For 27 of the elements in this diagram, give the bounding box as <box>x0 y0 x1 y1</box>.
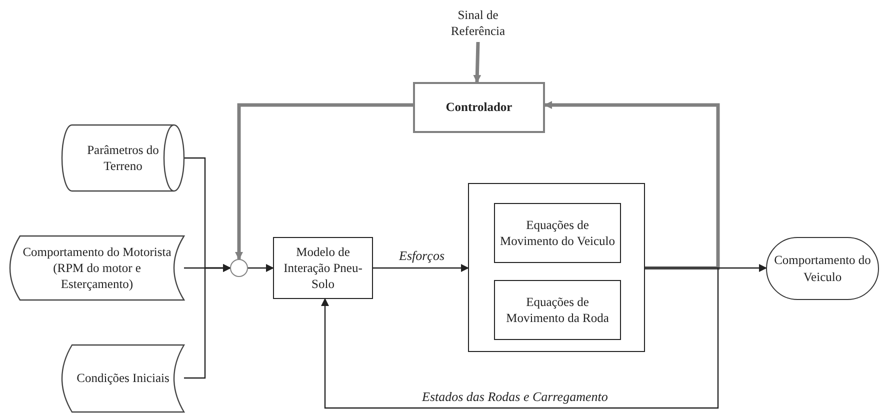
node-label: Sinal de Referência <box>450 6 506 40</box>
stored-data-shape <box>62 345 184 412</box>
arrow <box>248 264 274 272</box>
stored-data-shape <box>10 236 184 300</box>
edge-label: Estados das Rodas e Carregamento <box>420 389 610 405</box>
group-box <box>468 183 645 352</box>
process-box <box>494 280 621 340</box>
arrow <box>473 42 482 83</box>
node-label: Parâmetros do Terreno <box>86 142 160 174</box>
arrow <box>184 264 231 379</box>
arrow <box>235 103 413 260</box>
node-label: Comportamento do Motorista (RPM do motor e Esterçamento) <box>22 244 172 292</box>
process-box <box>273 237 373 299</box>
controller-box <box>413 82 545 133</box>
arrow <box>373 264 469 272</box>
arrow <box>544 101 720 270</box>
node-label: Modelo de Interação Pneu-Solo <box>282 244 364 292</box>
process-box <box>494 203 621 263</box>
node-title: Controlador <box>444 99 514 116</box>
node-label: Comportamento do Veiculo <box>773 252 872 285</box>
edge-label: Esforços <box>397 248 446 264</box>
summing-junction <box>230 259 248 277</box>
node-label: Equações de Movimento da Roda <box>505 294 610 326</box>
node-label: Equações de Movimento do Veiculo <box>498 216 616 250</box>
arrow <box>321 267 719 409</box>
storage-cylinder <box>62 125 184 191</box>
node-label: Condições Iniciais <box>76 370 170 387</box>
